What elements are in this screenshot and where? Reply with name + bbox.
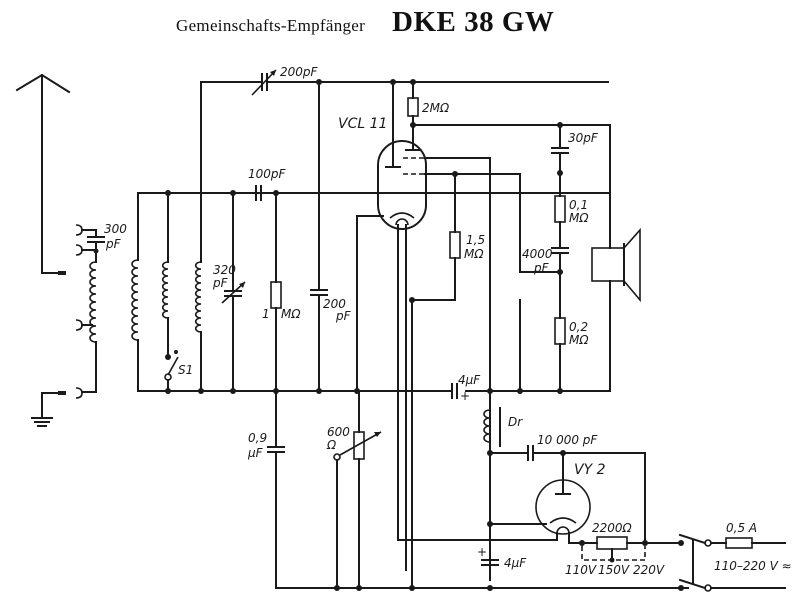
c-200-unit: pF [335, 309, 352, 323]
svg-text:+: + [460, 389, 470, 403]
c-antenna-unit: pF [105, 237, 122, 251]
bottom-rail-junctions [334, 299, 493, 591]
r-01-value: 0,1 [569, 198, 588, 212]
tap-110v: 110V [565, 563, 597, 577]
output-network [519, 122, 611, 394]
pot-600-unit: Ω [326, 438, 337, 452]
c-tuning-value: 320 [213, 263, 236, 277]
r-01-unit: MΩ [569, 211, 589, 225]
tube-vcl11-label: VCL 11 [338, 116, 387, 132]
c-200-value: 200 [323, 297, 346, 311]
tap-150v: 150V [598, 563, 630, 577]
antenna-coil [75, 224, 105, 399]
grid-capacitor [137, 185, 279, 201]
mains-value: 110–220 V ≈ [714, 559, 792, 573]
c-09-value: 0,9 [248, 431, 267, 445]
title-model: DKE 38 GW [392, 6, 555, 38]
r-15-unit: MΩ [464, 247, 484, 261]
c-tuning-unit: pF [212, 276, 229, 290]
r-02-unit: MΩ [569, 333, 589, 347]
capacitor-0-9uf [267, 390, 285, 589]
c-feedback-value: 200pF [280, 65, 319, 79]
r-grid-value: 1 [262, 307, 270, 321]
fuse-value: 0,5 A [726, 521, 757, 535]
c-4uf-bottom-value: 4µF [504, 556, 527, 570]
tap-220v: 220V [633, 563, 665, 577]
capacitor-4uf-bottom: + [477, 545, 499, 566]
tube-vcl11 [275, 81, 611, 571]
tuning-capacitor [221, 190, 246, 394]
fuse [725, 537, 786, 549]
ground-symbol [31, 391, 66, 427]
capacitor-4uf-top: + [451, 383, 470, 403]
c-10000-value: 10 000 pF [537, 433, 598, 447]
svg-text:+: + [477, 545, 487, 559]
c-antenna-value: 300 [104, 222, 127, 236]
switch-label: S1 [178, 363, 193, 377]
potentiometer-600 [333, 390, 382, 589]
resistor-1-5m [409, 173, 461, 303]
r-2200-value: 2200Ω [592, 521, 633, 535]
choke-label: Dr [508, 415, 523, 429]
tube-vy2 [397, 452, 598, 544]
loudspeaker-icon [591, 227, 641, 303]
title-subtitle: Gemeinschafts-Empfänger [176, 16, 366, 35]
c-grid-value: 100pF [248, 167, 287, 181]
c-4000-value: 4000 [522, 247, 553, 261]
r-grid-unit: MΩ [281, 307, 301, 321]
resistor-2200 [579, 536, 681, 563]
antenna-symbol [15, 73, 71, 275]
pot-600-value: 600 [327, 425, 350, 439]
c-4000-unit: pF [533, 261, 550, 275]
grid-resistor [270, 192, 282, 394]
c-4uf-top-value: 4µF [458, 373, 481, 387]
mains-switch [678, 533, 786, 592]
c-30-value: 30pF [568, 131, 599, 145]
r-anode-value: 2MΩ [422, 101, 450, 115]
feedback-capacitor [200, 69, 609, 96]
choke-coil [483, 299, 523, 581]
tube-vy2-label: VY 2 [574, 462, 606, 478]
r-02-value: 0,2 [569, 320, 588, 334]
r-15-value: 1,5 [466, 233, 485, 247]
capacitor-200pf [310, 81, 328, 394]
c-09-unit: µF [247, 446, 264, 460]
